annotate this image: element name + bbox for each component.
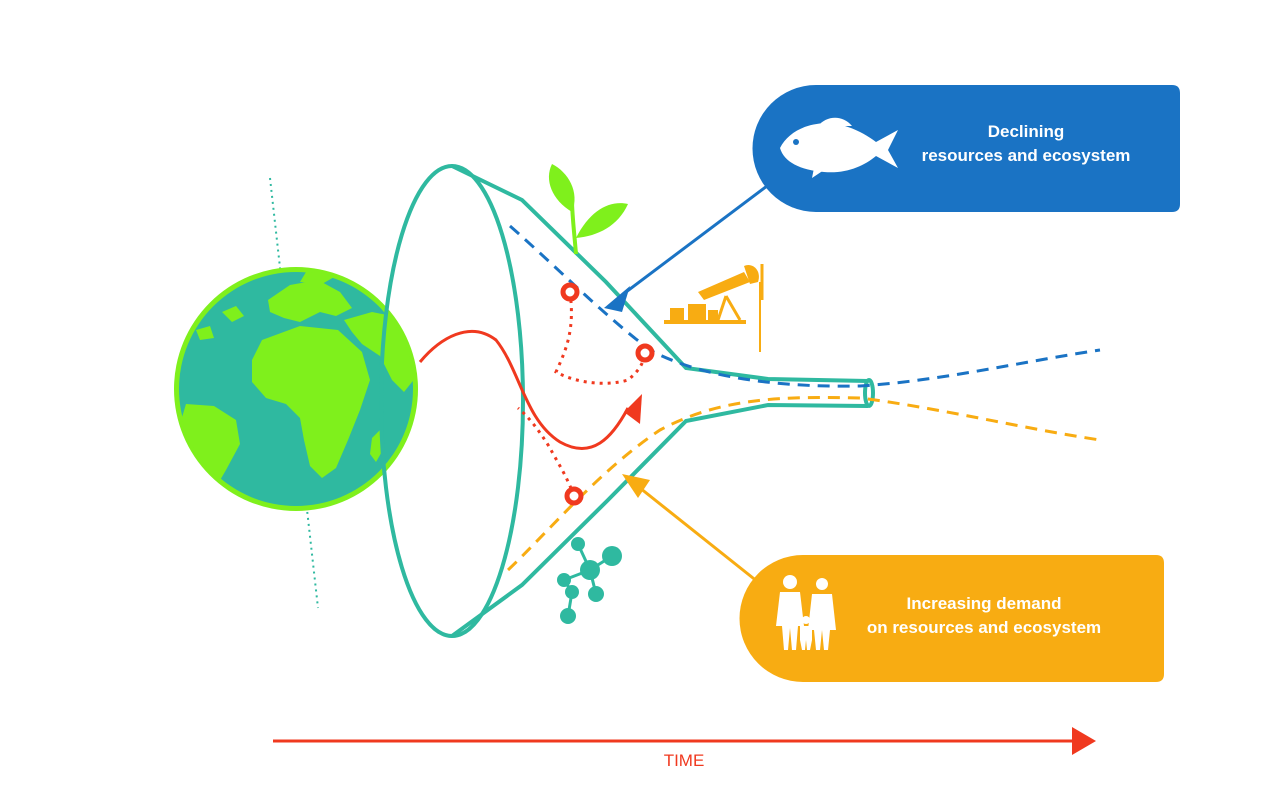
path-node	[635, 343, 655, 363]
oil-pump-icon	[664, 264, 764, 352]
funnel-lower-edge	[450, 402, 869, 638]
time-axis: TIME	[273, 727, 1096, 770]
increasing-arrow-line	[639, 486, 759, 584]
path-arrowhead	[624, 394, 642, 424]
declining-arrowhead	[604, 286, 630, 312]
declining-callout-box	[752, 85, 1180, 212]
family-icon	[776, 575, 836, 650]
resources-trend-line	[509, 224, 1101, 388]
path-nodes	[560, 282, 655, 506]
declining-callout: Declining resources and ecosystem	[752, 85, 1180, 212]
leaf-icon	[548, 164, 628, 255]
declining-arrow-line	[621, 178, 776, 297]
increasing-callout-box	[739, 555, 1164, 682]
molecule-icon	[557, 537, 622, 624]
demand-trend-line	[506, 395, 1101, 572]
funnel-spout	[863, 378, 875, 408]
time-arrowhead	[1072, 727, 1096, 755]
increasing-arrowhead	[622, 474, 650, 498]
path-node	[560, 282, 580, 302]
dotted-path-upper	[554, 291, 646, 385]
declining-title: Declining	[988, 122, 1065, 141]
time-label: TIME	[664, 751, 705, 770]
funnel	[379, 164, 875, 638]
main-path	[418, 329, 630, 450]
increasing-callout: Increasing demand on resources and ecosy…	[739, 555, 1164, 682]
dotted-path-lower	[517, 406, 576, 497]
fish-icon	[780, 117, 898, 178]
pathways	[418, 291, 646, 497]
increasing-title: Increasing demand	[907, 594, 1062, 613]
path-node	[564, 486, 584, 506]
declining-subtitle: resources and ecosystem	[922, 146, 1131, 165]
increasing-subtitle: on resources and ecosystem	[867, 618, 1101, 637]
funnel-upper-edge	[451, 164, 869, 383]
